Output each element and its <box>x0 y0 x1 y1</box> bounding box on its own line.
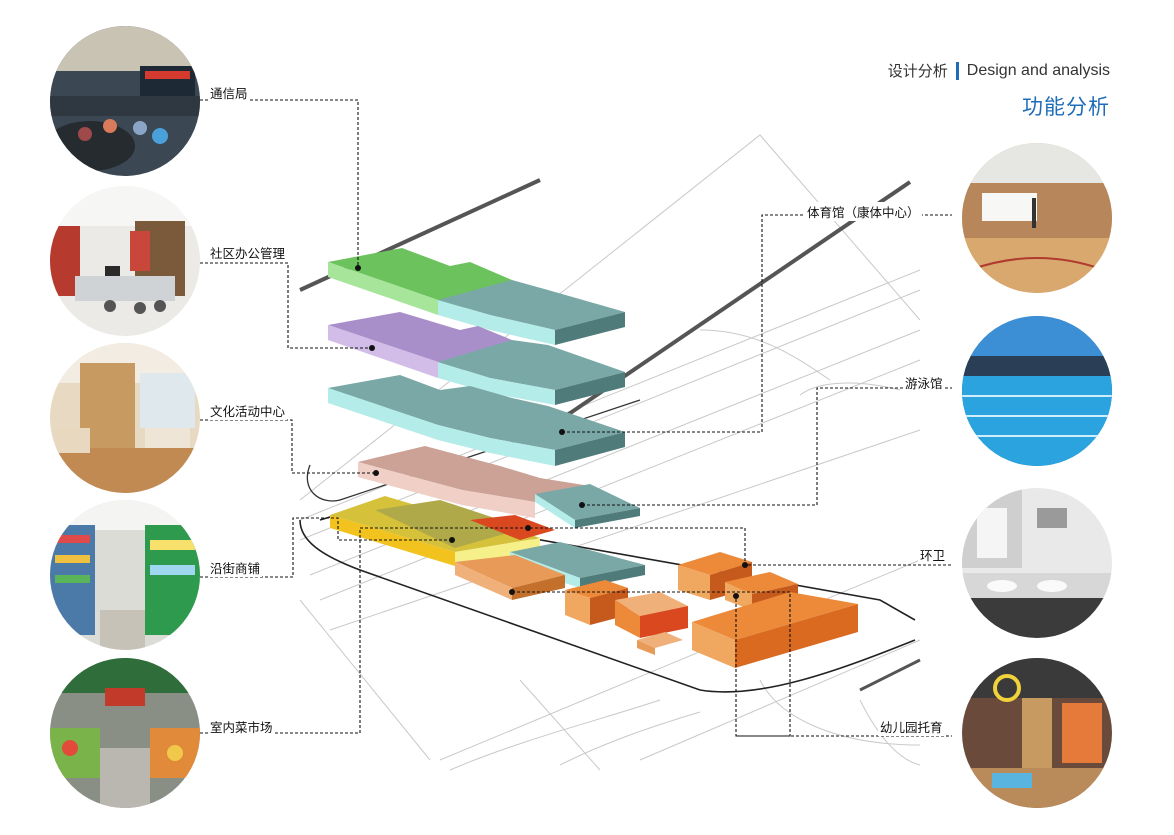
layer-culture <box>358 446 590 518</box>
layer-teal-2 <box>438 340 625 405</box>
photo-kindergarten <box>962 658 1112 808</box>
ground-lines <box>299 134 921 771</box>
label-sanitation: 环卫 <box>918 545 948 564</box>
photo-sanitation <box>962 488 1112 638</box>
header-line: 设计分析 Design and analysis <box>888 60 1110 81</box>
layer-kindergarten <box>692 592 858 668</box>
label-kindergarten: 幼儿园托育 <box>878 717 945 736</box>
label-shops: 沿街商铺 <box>208 558 263 577</box>
photo-telecom <box>50 26 200 176</box>
page-header: 设计分析 Design and analysis 功能分析 <box>888 60 1110 121</box>
label-telecom: 通信局 <box>208 83 250 102</box>
photo-office <box>50 186 200 336</box>
leader-dots <box>355 265 748 599</box>
label-market: 室内菜市场 <box>208 717 275 736</box>
layer-kindergarten-small <box>565 580 688 655</box>
page-title: 功能分析 <box>1022 95 1110 119</box>
header-divider <box>955 61 959 80</box>
photo-shops <box>50 500 200 650</box>
label-office: 社区办公管理 <box>208 243 288 262</box>
layer-gym <box>328 375 625 466</box>
layer-pool <box>535 484 640 528</box>
layer-market <box>455 555 565 600</box>
header-cn: 设计分析 <box>887 62 948 80</box>
layer-teal-1 <box>438 280 625 345</box>
label-culture: 文化活动中心 <box>208 401 288 420</box>
label-pool: 游泳馆 <box>903 373 945 392</box>
photo-gym <box>962 143 1112 293</box>
photo-market <box>50 658 200 808</box>
header-en: Design and analysis <box>966 61 1110 79</box>
photo-pool <box>962 316 1112 466</box>
photo-culture <box>50 343 200 493</box>
label-gym: 体育馆（康体中心） <box>805 202 922 221</box>
